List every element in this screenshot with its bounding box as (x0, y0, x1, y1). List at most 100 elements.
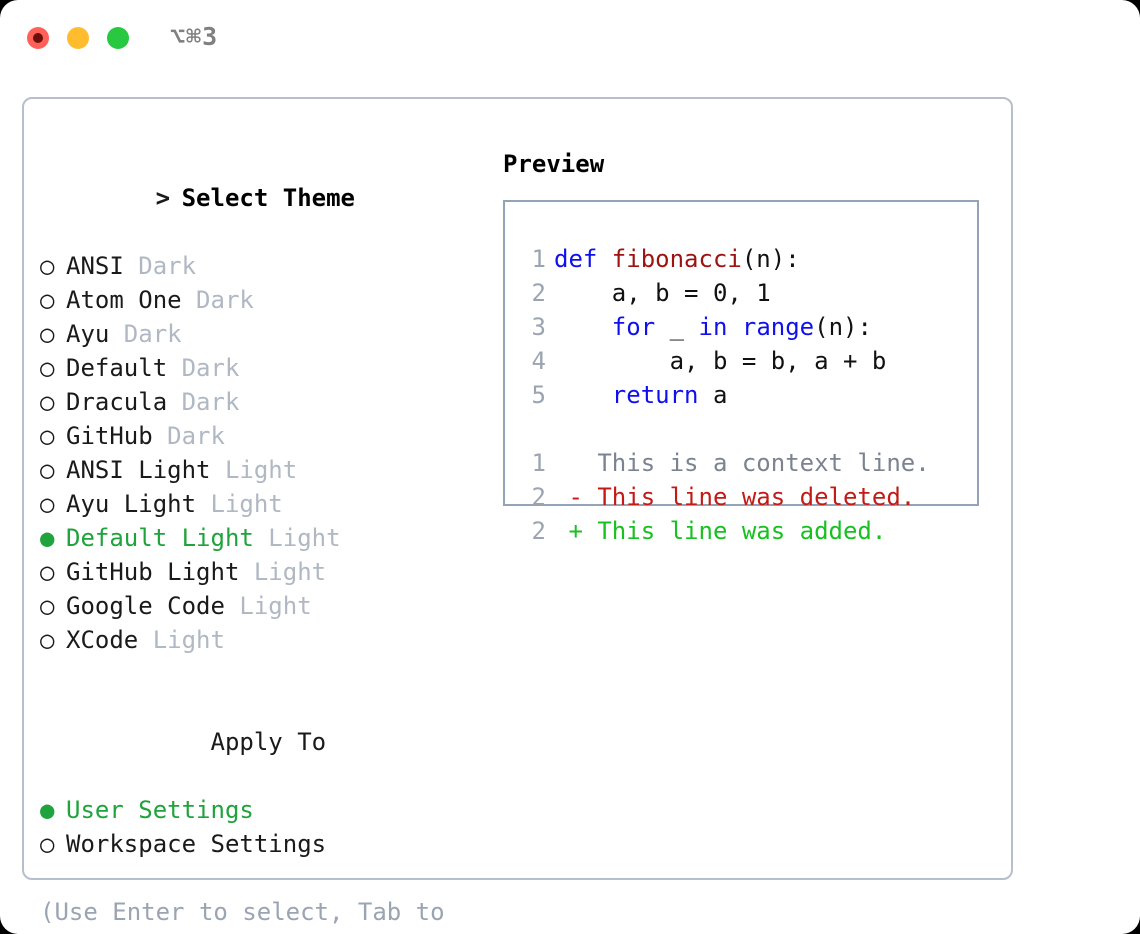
spacer-icon: ○ (185, 725, 211, 759)
theme-option-label: Dracula (66, 388, 182, 416)
theme-option-label: GitHub (66, 422, 168, 450)
line-number: 3 (531, 313, 546, 341)
line-number: 1 (531, 245, 546, 273)
code-token: a, b = 0, 1 (554, 279, 771, 307)
apply-to-header: ○Apply To (40, 691, 490, 793)
line-number: 4 (531, 347, 546, 375)
apply-option-label: Workspace Settings (66, 830, 327, 858)
theme-option-label: Ayu Light (66, 490, 211, 518)
radio-unselected-icon: ○ (40, 422, 55, 450)
code-token (554, 313, 612, 341)
radio-unselected-icon: ○ (40, 490, 55, 518)
theme-option-github[interactable]: ○ GitHub Dark (40, 419, 490, 453)
code-diff-separator (518, 412, 971, 446)
theme-variant-badge: Dark (167, 422, 225, 450)
line-number: 5 (531, 381, 546, 409)
theme-option-label: ANSI (66, 252, 139, 280)
code-token (727, 313, 741, 341)
diff-line-text: + This line was added. (554, 517, 887, 545)
code-line: 3 for _ in range(n): (518, 310, 971, 344)
diff-line: 1 This is a context line. (518, 446, 971, 480)
theme-selector-panel: >Select Theme ○ANSI Dark○Atom One Dark○A… (22, 97, 1013, 934)
window-title: ⌥⌘3 (170, 22, 219, 51)
theme-option-label: Atom One (66, 286, 197, 314)
minimize-button[interactable] (67, 27, 89, 49)
theme-option-ansi-light[interactable]: ○ANSI Light Light (40, 453, 490, 487)
diff-line: 2 - This line was deleted. (518, 480, 971, 514)
theme-option-label: ANSI Light (66, 456, 225, 484)
radio-selected-icon: ● (40, 796, 55, 824)
theme-option-dracula[interactable]: ○ Dracula Dark (40, 385, 490, 419)
theme-option-xcode[interactable]: ○ XCode Light (40, 623, 490, 657)
apply-option-user-settings[interactable]: ● User Settings (40, 793, 490, 827)
theme-variant-badge: Dark (123, 320, 182, 348)
code-token: _ (655, 313, 699, 341)
code-token: range (741, 313, 815, 341)
radio-unselected-icon: ○ (40, 830, 55, 858)
theme-option-ayu[interactable]: ○ Ayu Dark (40, 317, 490, 351)
theme-variant-badge: Dark (181, 354, 240, 382)
header-prompt-icon: > (155, 184, 171, 212)
theme-list-header: > Select Theme (40, 147, 490, 249)
title-bar: ⌥⌘3 (0, 0, 1140, 76)
radio-unselected-icon: ○ (40, 592, 55, 620)
close-icon (33, 33, 43, 43)
code-token: (n): (814, 313, 872, 341)
radio-unselected-icon: ○ (40, 456, 55, 484)
theme-variant-badge: Dark (181, 388, 240, 416)
code-line: 4 a, b = b, a + b (518, 344, 971, 378)
line-number: 2 (531, 517, 546, 545)
theme-option-label: Google Code (66, 592, 240, 620)
theme-option-label: Default Light (66, 524, 269, 552)
code-line: 2 a, b = 0, 1 (518, 276, 971, 310)
radio-unselected-icon: ○ (40, 626, 55, 654)
code-token: a, b = b, a + b (554, 347, 887, 375)
radio-selected-icon: ● (40, 524, 55, 552)
theme-option-google-code[interactable]: ○ Google Code Light (40, 589, 490, 623)
code-token: in (698, 313, 728, 341)
diff-line-text: - This line was deleted. (554, 483, 916, 511)
theme-variant-badge: Light (239, 592, 312, 620)
help-hint: (Use Enter to select, Tab to change focu… (40, 898, 445, 934)
theme-option-label: XCode (66, 626, 153, 654)
code-token: def (554, 245, 612, 273)
theme-variant-badge: Light (253, 558, 327, 586)
radio-unselected-icon: ○ (40, 558, 55, 586)
theme-option-atom-one[interactable]: ○ Atom One Dark (40, 283, 490, 317)
theme-option-ayu-light[interactable]: ○Ayu Light Light (40, 487, 490, 521)
page-title: Select Theme (181, 184, 355, 212)
theme-list-column: >Select Theme ○ANSI Dark○Atom One Dark○A… (40, 147, 490, 934)
theme-variant-badge: Light (268, 524, 341, 552)
radio-unselected-icon: ○ (40, 388, 55, 416)
theme-option-label: Default (66, 354, 182, 382)
code-token: return (611, 381, 699, 409)
theme-variant-badge: Light (152, 626, 225, 654)
maximize-button[interactable] (107, 27, 129, 49)
radio-unselected-icon: ○ (40, 320, 55, 348)
theme-variant-badge: Dark (138, 252, 197, 280)
code-token: a (698, 381, 728, 409)
radio-unselected-icon: ○ (40, 286, 55, 314)
apply-to-section: ○Apply To ●User Settings○Workspace Setti… (40, 691, 490, 861)
theme-option-github-light[interactable]: ○ GitHub Light Light (40, 555, 490, 589)
apply-option-workspace-settings[interactable]: ○ Workspace Settings (40, 827, 490, 861)
code-token: for (611, 313, 656, 341)
apply-to-options: ● User Settings ○ Workspace Settings (40, 793, 490, 861)
theme-option-label: GitHub Light (66, 558, 254, 586)
radio-unselected-icon: ○ (40, 354, 55, 382)
code-token (554, 381, 612, 409)
theme-option-default-light[interactable]: ● Default Light Light (40, 521, 490, 555)
diff-line: 2 + This line was added. (518, 514, 971, 548)
theme-variant-badge: Dark (196, 286, 254, 314)
theme-option-default[interactable]: ○ Default Dark (40, 351, 490, 385)
theme-option-ansi[interactable]: ○ANSI Dark (40, 249, 490, 283)
code-token: (n): (741, 245, 800, 273)
apply-option-label: User Settings (66, 796, 254, 824)
theme-option-label: Ayu (66, 320, 124, 348)
apply-to-label: Apply To (210, 728, 327, 756)
code-line: 5 return a (518, 378, 971, 412)
